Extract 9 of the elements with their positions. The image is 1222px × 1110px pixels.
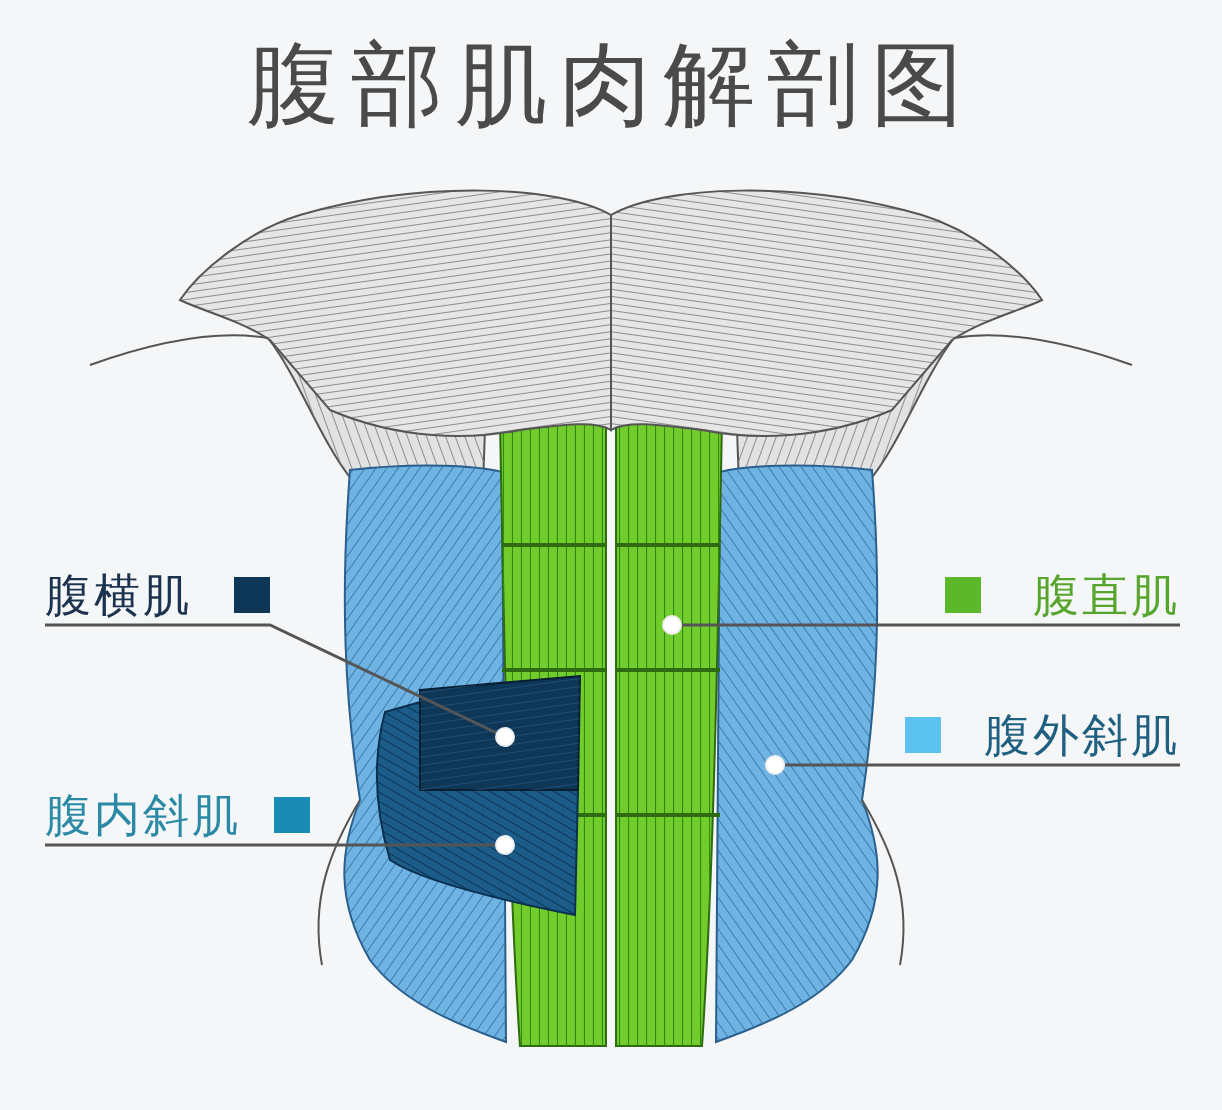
title: 腹部肌肉解剖图	[247, 31, 975, 138]
leader-line	[682, 623, 1180, 627]
muscle-label: 腹内斜肌	[45, 787, 241, 843]
muscle-label: 腹外斜肌	[984, 707, 1180, 763]
leader-line	[45, 623, 497, 735]
muscle-label: 腹横肌	[45, 567, 192, 623]
leader-line	[785, 763, 1180, 767]
leader-line	[45, 843, 495, 847]
muscle-label: 腹直肌	[1033, 567, 1180, 623]
